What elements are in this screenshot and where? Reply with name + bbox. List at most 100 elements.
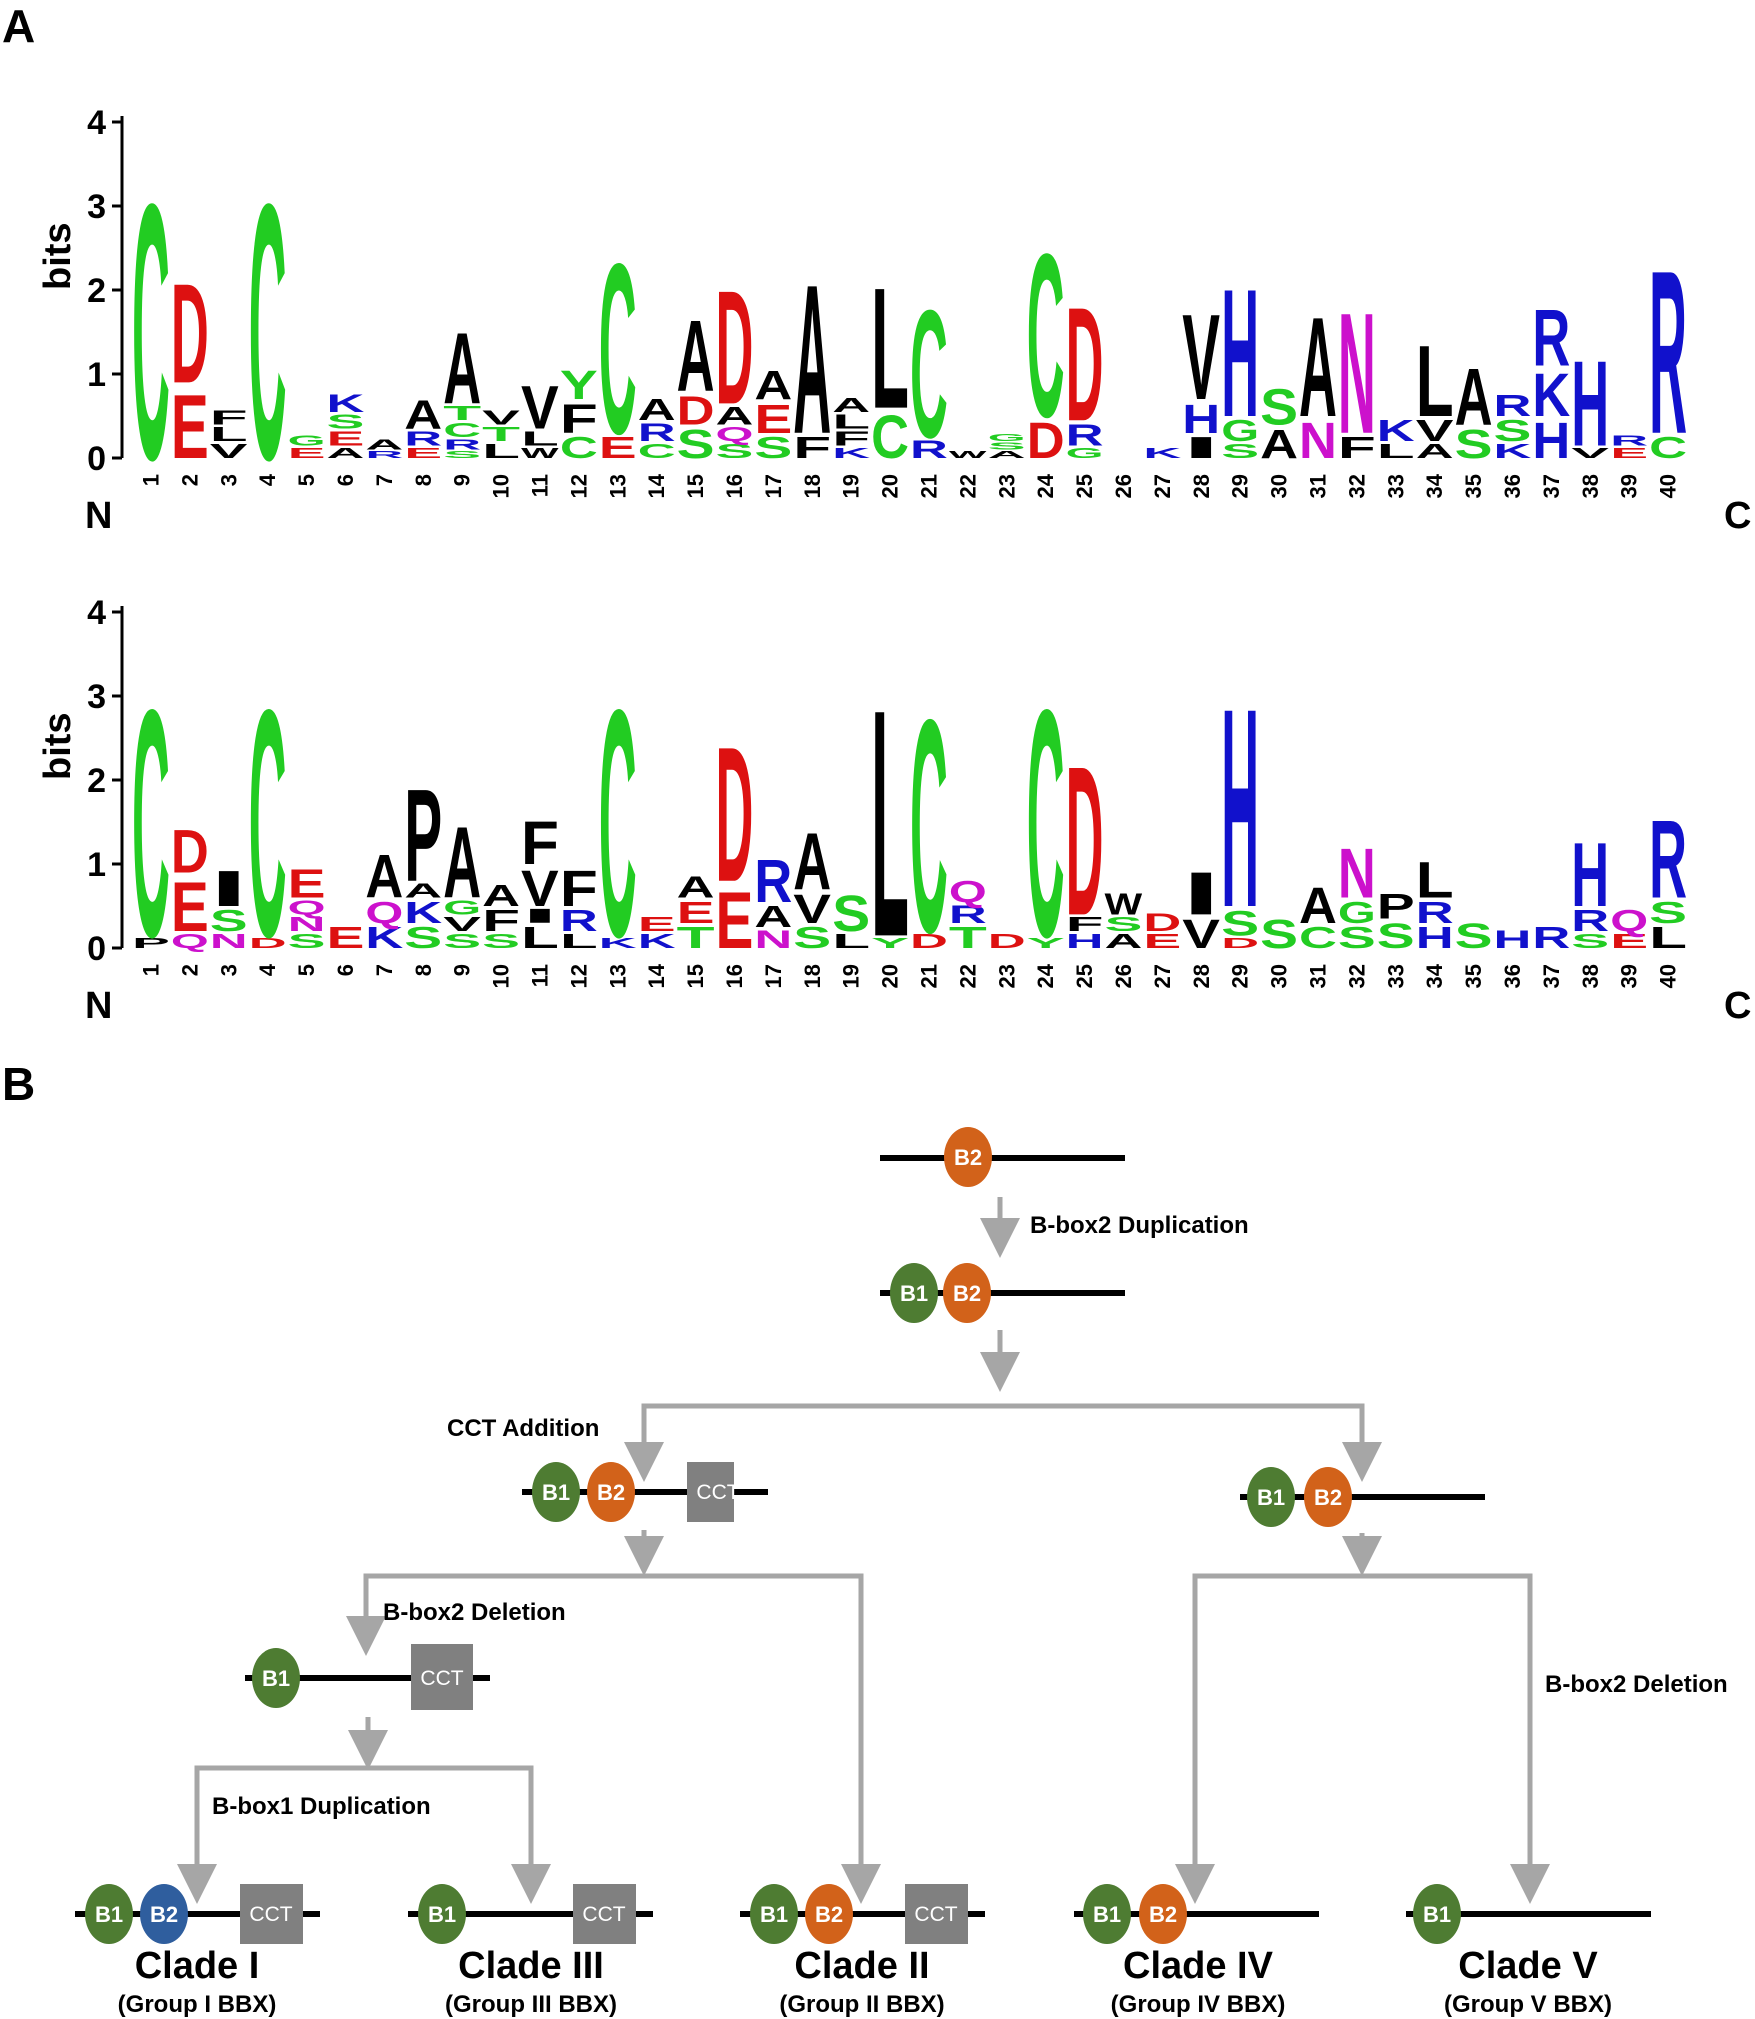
logo-letter-E: E	[754, 397, 792, 442]
clade-iv: B1 B2 Clade IV (Group IV BBX)	[1074, 1884, 1319, 2018]
position-label: 7	[372, 474, 397, 486]
position-label: 25	[1072, 474, 1097, 498]
logo-letter-V: V	[521, 375, 559, 442]
clade-v-subtitle: (Group V BBX)	[1444, 1991, 1612, 2018]
logo-letter-G: G	[1221, 413, 1259, 447]
logo-letter-R: R	[754, 848, 792, 915]
b1-domain	[1083, 1884, 1131, 1944]
cct-domain	[573, 1884, 636, 1944]
logo-letter-L: L	[832, 410, 870, 433]
logo-letter-K: K	[404, 896, 442, 930]
logo-letter-N: N	[1338, 835, 1376, 913]
b2-domain	[805, 1884, 853, 1944]
logo-letter-R: R	[1610, 432, 1648, 449]
logo-letter-A: A	[1260, 422, 1298, 467]
logo-letter-S: S	[1338, 921, 1376, 955]
cct-domain	[905, 1884, 968, 1944]
logo-letter-N: N	[754, 925, 792, 953]
logo-letter-S: S	[210, 904, 248, 938]
b2-label: B2	[1149, 1902, 1177, 1927]
logo-letter-E: E	[288, 861, 326, 906]
logo-letter-S: S	[404, 921, 442, 955]
b1-b2-intermediate: B1 B2	[880, 1263, 1125, 1323]
position-label: 39	[1617, 964, 1642, 988]
clade-ii-title: Clade II	[794, 1945, 929, 1987]
y-tick-label: 3	[87, 188, 106, 226]
logo-letter-E: E	[638, 913, 676, 936]
logo-letter-H: H	[1416, 921, 1454, 955]
logo-letter-Y: Y	[871, 934, 909, 951]
logo-letter-A: A	[1416, 440, 1454, 462]
logo-top-n-terminus: N	[85, 495, 112, 537]
position-label: 27	[1150, 964, 1175, 988]
logo-letter-K: K	[832, 445, 870, 462]
b1-domain	[418, 1884, 466, 1944]
branch-split-3	[194, 1765, 534, 1880]
position-label: 29	[1228, 474, 1253, 498]
b2-domain	[943, 1263, 991, 1323]
clade-i-subtitle: (Group I BBX)	[118, 1991, 277, 2018]
logo-letter-H: H	[1182, 396, 1220, 441]
logo-letter-S: S	[1455, 917, 1493, 957]
logo-letter-A: A	[754, 900, 792, 934]
logo-letter-Y: Y	[560, 363, 598, 408]
cct-label: CCT	[914, 1903, 957, 1926]
logo-letter-N: N	[1299, 412, 1337, 469]
position-label: 23	[994, 964, 1019, 988]
position-label: 33	[1383, 474, 1408, 498]
logo-letter-A: A	[754, 363, 792, 408]
logo-letter-D: D	[716, 706, 754, 922]
position-label: 37	[1539, 964, 1564, 988]
logo-letter-R: R	[910, 435, 948, 463]
logo-letter-H: H	[1066, 930, 1104, 952]
logo-bottom-c-terminus: C	[1724, 985, 1751, 1027]
y-tick-label: 3	[87, 678, 106, 716]
position-label: 3	[216, 964, 241, 976]
logo-letter-S: S	[716, 440, 754, 463]
clade-i: B1 B2 CCT Clade I (Group I BBX)	[75, 1884, 320, 2018]
position-label: 14	[644, 963, 669, 988]
b1-label: B1	[1423, 1902, 1451, 1927]
logo-letter-F: F	[482, 904, 520, 938]
logo-letter-I: I	[521, 904, 559, 927]
b1-domain	[532, 1462, 580, 1522]
logo-letter-L: L	[560, 930, 598, 953]
logo-letter-K: K	[1532, 362, 1570, 429]
logo-letter-S: S	[1105, 913, 1143, 936]
logo-letter-L: L	[1649, 921, 1687, 955]
position-label: 25	[1072, 964, 1097, 988]
b2-domain	[944, 1127, 992, 1187]
position-label: 4	[255, 963, 280, 976]
logo-letter-D: D	[1221, 935, 1259, 952]
logo-letter-C: C	[1299, 921, 1337, 955]
position-label: 10	[489, 964, 514, 988]
logo-letter-F: F	[210, 406, 248, 429]
b1-domain	[890, 1263, 938, 1323]
logo-letter-W: W	[521, 445, 559, 462]
b1-domain	[252, 1648, 300, 1708]
logo-letter-S: S	[1494, 414, 1532, 448]
logo-letter-I: I	[1182, 431, 1220, 465]
position-label: 19	[839, 474, 864, 498]
logo-letter-I: I	[1182, 860, 1220, 928]
branch-split-1	[641, 1403, 1365, 1460]
logo-letter-E: E	[1610, 444, 1648, 461]
logo-letter-D: D	[988, 930, 1026, 952]
y-tick-label: 4	[87, 104, 106, 142]
logo-letter-W: W	[949, 449, 987, 460]
evolution-tree: B2 B-box2 Duplication B1 B2 CCT Addition…	[75, 1127, 1728, 2018]
position-label: 2	[177, 474, 202, 486]
logo-letter-S: S	[832, 886, 870, 942]
logo-letter-R: R	[1066, 418, 1104, 452]
logo-letter-R: R	[365, 449, 403, 460]
position-label: 8	[411, 964, 436, 976]
logo-letter-I: I	[210, 860, 248, 917]
b1-label: B1	[262, 1666, 290, 1691]
panel-b-label: B	[2, 1058, 35, 1110]
logo-letter-C: C	[132, 129, 170, 536]
position-label: 12	[566, 964, 591, 988]
logo-letter-R: R	[1532, 921, 1570, 955]
logo-letter-S: S	[988, 440, 1026, 451]
